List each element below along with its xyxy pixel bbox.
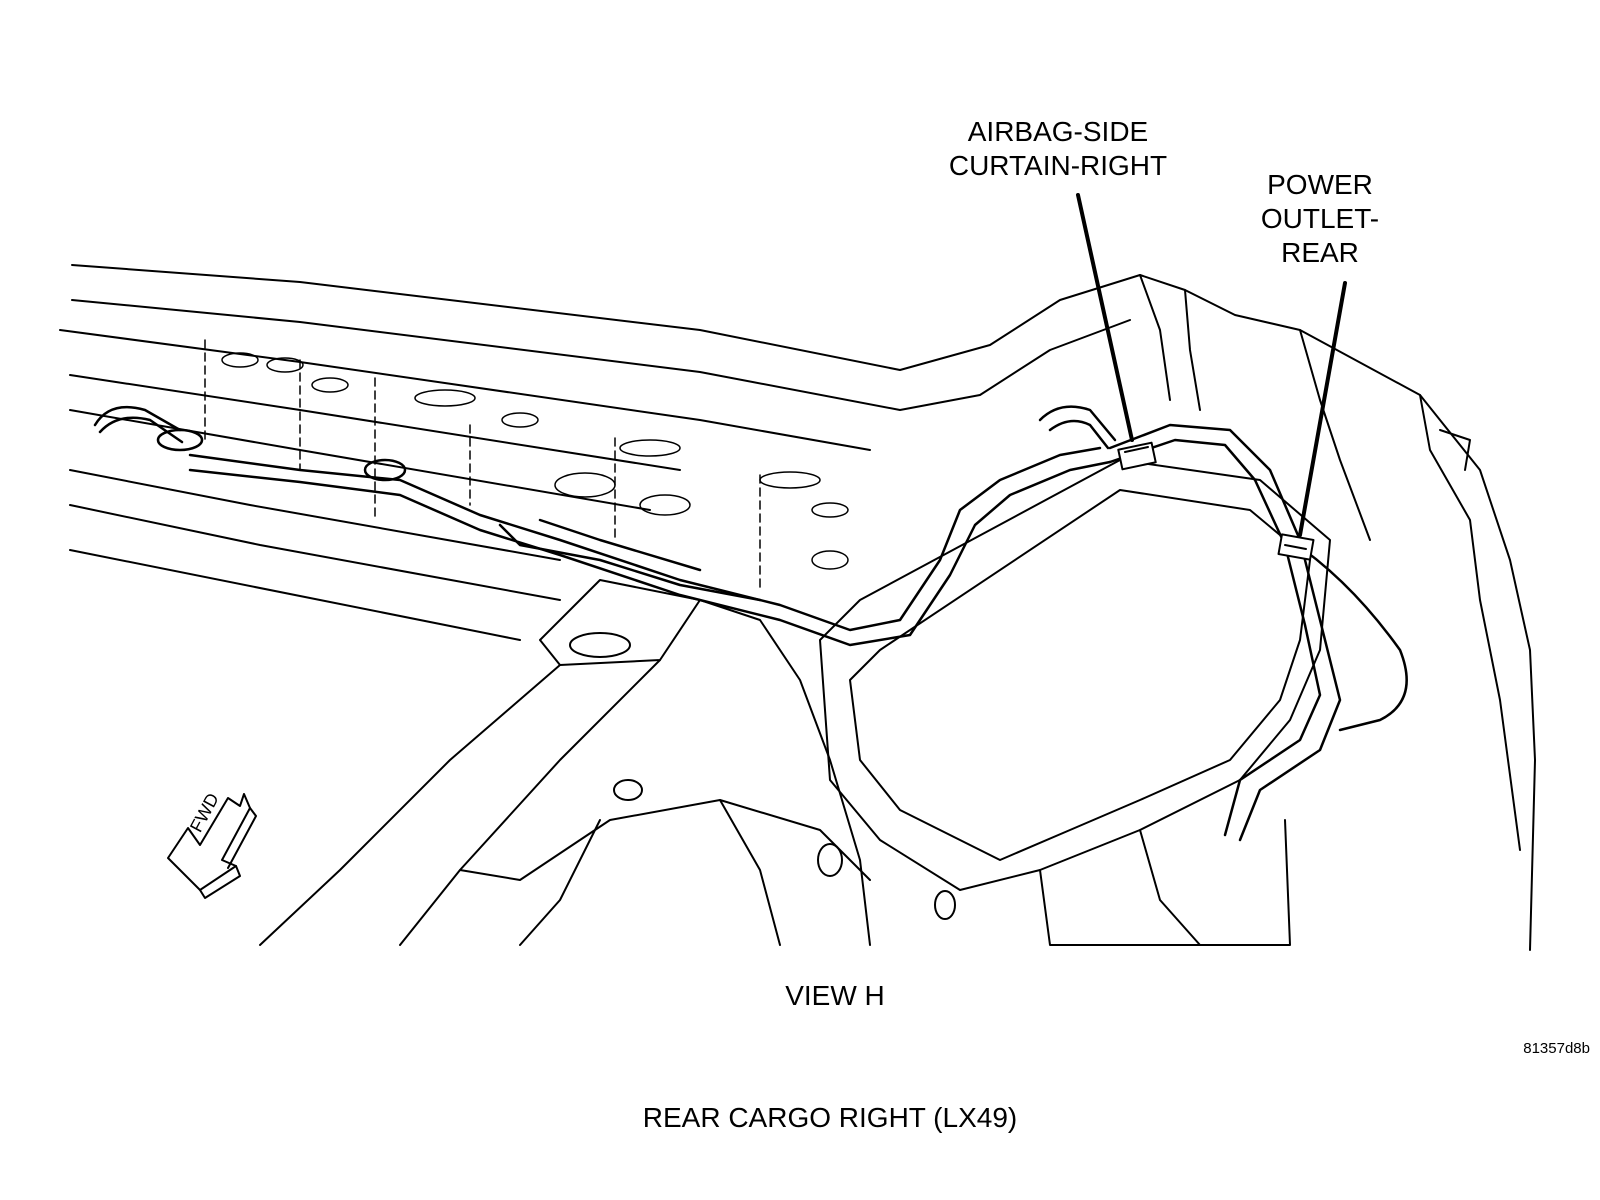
- power-label-line3: REAR: [1281, 237, 1359, 268]
- airbag-connector-icon: [1117, 441, 1157, 471]
- forward-arrow-icon: [167, 793, 257, 899]
- figure-caption: REAR CARGO RIGHT (LX49): [642, 1102, 1018, 1133]
- airbag-label-line1: AIRBAG-SIDE: [967, 116, 1149, 147]
- panel-cutouts: [221, 352, 849, 570]
- airbag-label-line2: CURTAIN-RIGHT: [948, 150, 1168, 181]
- floor-structure: [259, 579, 956, 946]
- fastener-reference-lines: [204, 339, 761, 591]
- body-panel-outline: [59, 264, 1536, 951]
- power-outlet-rear-label: POWER OUTLET- REAR: [1250, 168, 1390, 270]
- power-label-line1: POWER: [1267, 169, 1373, 200]
- cargo-well-outline: [819, 459, 1331, 946]
- figure-id: 81357d8b: [1523, 1040, 1590, 1057]
- power-label-line2: OUTLET-: [1260, 203, 1380, 234]
- wiring-harness: [93, 405, 1408, 842]
- view-label: VIEW H: [785, 980, 885, 1011]
- callout-leader-lines: [1076, 193, 1347, 537]
- power-outlet-connector-icon: [1277, 533, 1315, 561]
- airbag-side-curtain-right-label: AIRBAG-SIDE CURTAIN-RIGHT: [928, 115, 1188, 183]
